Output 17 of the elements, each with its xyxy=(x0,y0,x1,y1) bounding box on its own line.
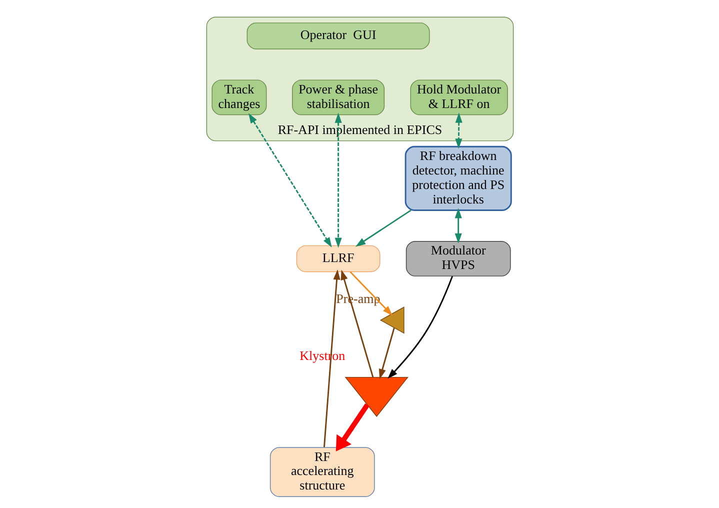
node-box: Hold Modulator & LLRF on xyxy=(410,80,508,116)
node-box: LLRF xyxy=(296,245,380,272)
arrow xyxy=(454,112,462,149)
arrow xyxy=(335,403,369,452)
arrow xyxy=(387,276,453,379)
node-box: RF breakdown detector, machine protection and PS interlocks xyxy=(404,146,512,211)
node-box: RF accelerating structure xyxy=(269,447,374,497)
node-box: Operator GUI xyxy=(246,22,430,50)
node-box: Track changes xyxy=(211,80,266,116)
arrow xyxy=(322,270,340,448)
node-box: Power & phase stabilisation xyxy=(292,80,384,116)
arrow xyxy=(378,328,394,380)
arrow xyxy=(248,113,332,248)
arrow xyxy=(354,210,411,247)
arrow xyxy=(334,112,342,248)
arrow xyxy=(454,208,462,244)
node-box: Modulator HVPS xyxy=(405,240,510,276)
